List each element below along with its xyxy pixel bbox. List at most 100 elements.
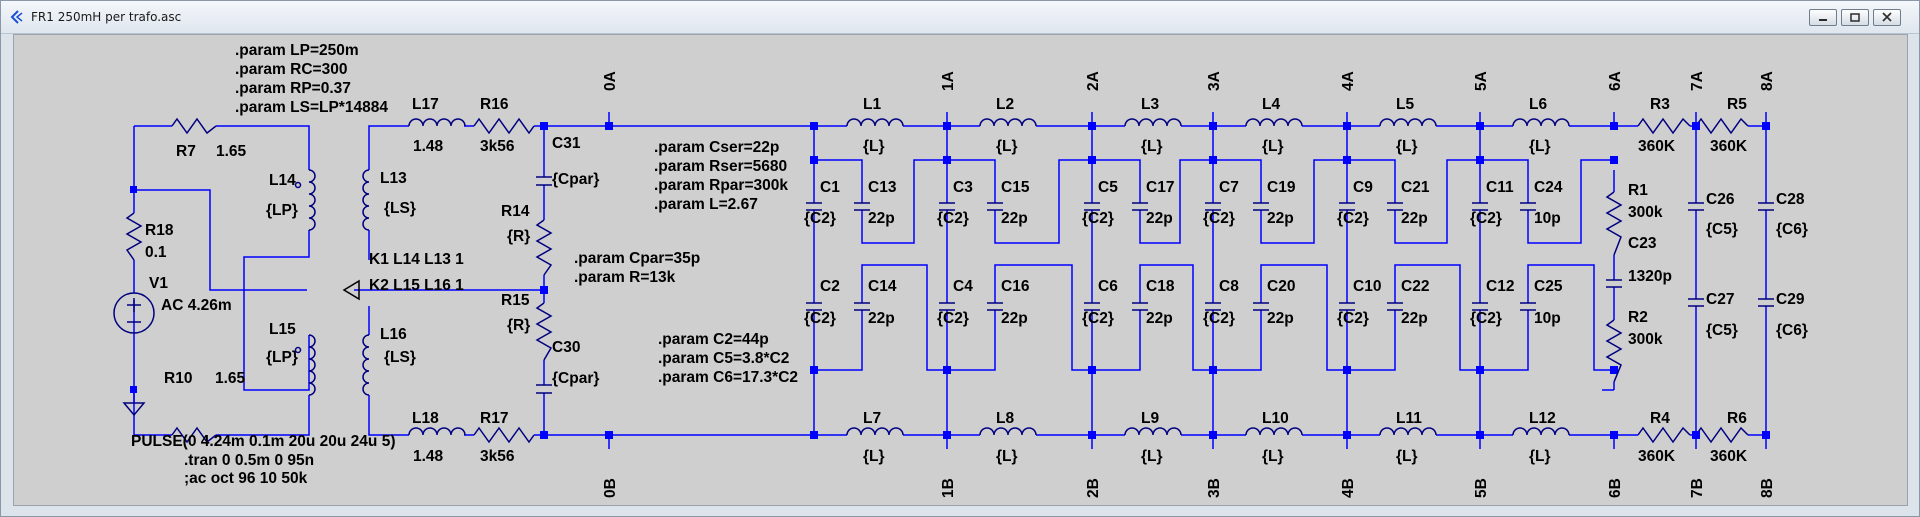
C13-value: 22p (868, 210, 895, 227)
L5-label: L5 (1396, 96, 1414, 113)
junction (1476, 156, 1484, 164)
R7-value: 1.65 (216, 143, 247, 160)
L13-symbol (362, 169, 370, 231)
L10-symbol (1245, 427, 1303, 436)
C30-value: {Cpar} (552, 370, 599, 387)
C13-symbol (854, 202, 870, 211)
junction (1343, 431, 1351, 439)
junction (943, 156, 951, 164)
junction (1209, 431, 1217, 439)
L15-label: L15 (269, 321, 296, 338)
R4-label: R4 (1650, 410, 1670, 427)
C14-value: 22p (868, 310, 895, 327)
L11-symbol (1379, 427, 1437, 436)
source-circuit (113, 117, 316, 444)
L8-label: L8 (996, 410, 1014, 427)
L2-symbol (979, 118, 1037, 127)
param-rc: .param RC=300 (235, 61, 347, 78)
L18-label: L18 (412, 410, 439, 427)
R10-label: R10 (164, 370, 192, 387)
C15-symbol (987, 202, 1003, 211)
L7-label: L7 (863, 410, 881, 427)
L8-value: {L} (996, 448, 1018, 465)
net-label-5B: 5B (1473, 478, 1490, 498)
window-title: FR1 250mH per trafo.asc (31, 10, 182, 24)
L9-value: {L} (1141, 448, 1163, 465)
param-lp: .param LP=250m (235, 42, 359, 59)
net-label-0A: 0A (602, 71, 619, 91)
junction (1610, 366, 1618, 374)
L17-symbol (408, 118, 466, 127)
R18-label: R18 (145, 222, 174, 239)
maximize-button[interactable] (1841, 9, 1869, 26)
L13-value: {LS} (384, 200, 416, 217)
C15-value: 22p (1001, 210, 1028, 227)
R15-value: {R} (507, 317, 530, 334)
param-c6: .param C6=17.3*C2 (658, 369, 798, 386)
junction (1088, 122, 1096, 130)
net-label-2A: 2A (1085, 71, 1102, 91)
C27-value: {C5} (1706, 322, 1738, 339)
C7-value: {C2} (1203, 210, 1235, 227)
R16-value: 3k56 (480, 138, 515, 155)
net-label-7B: 7B (1689, 478, 1706, 498)
junction (1476, 431, 1484, 439)
C24-label: C24 (1534, 179, 1563, 196)
R1-value: 300k (1628, 204, 1663, 221)
C2-label: C2 (820, 278, 840, 295)
C21-value: 22p (1401, 210, 1428, 227)
R2-symbol (1605, 319, 1623, 383)
C9-label: C9 (1353, 179, 1373, 196)
L16-label: L16 (380, 326, 407, 343)
C1-symbol (806, 202, 822, 211)
title-bar[interactable]: FR1 250mH per trafo.asc (1, 1, 1919, 34)
C10-value: {C2} (1337, 310, 1369, 327)
C12-value: {C2} (1470, 310, 1502, 327)
ltspice-app-icon (10, 10, 23, 24)
pulse-directive: PULSE(0 4.24m 0.1m 20u 20u 24u 5) (131, 433, 395, 450)
L11-value: {L} (1396, 448, 1418, 465)
R14-label: R14 (501, 203, 530, 220)
C17-symbol (1132, 202, 1148, 211)
junction (1209, 366, 1217, 374)
V1-label: V1 (149, 275, 168, 292)
C8-value: {C2} (1203, 310, 1235, 327)
L5-value: {L} (1396, 138, 1418, 155)
C4-label: C4 (953, 278, 973, 295)
net-label-8B: 8B (1759, 478, 1776, 498)
L13-label: L13 (380, 170, 407, 187)
junction (1088, 366, 1096, 374)
C17-value: 22p (1146, 210, 1173, 227)
C29-value: {C6} (1776, 322, 1808, 339)
L12-symbol (1512, 427, 1570, 436)
close-button[interactable] (1873, 9, 1901, 26)
junction (1343, 366, 1351, 374)
L2-label: L2 (996, 96, 1014, 113)
C21-label: C21 (1401, 179, 1430, 196)
L4-label: L4 (1262, 96, 1280, 113)
R1-label: R1 (1628, 182, 1648, 199)
L14-symbol (308, 169, 316, 231)
L11-label: L11 (1396, 410, 1422, 427)
junction (810, 431, 818, 439)
C12-label: C12 (1486, 278, 1514, 295)
C5-symbol (1084, 202, 1100, 211)
C23-label: C23 (1628, 235, 1657, 252)
L4-value: {L} (1262, 138, 1284, 155)
R16-label: R16 (480, 96, 509, 113)
C31-value: {Cpar} (552, 171, 599, 188)
minimize-button[interactable] (1809, 9, 1837, 26)
R7-label: R7 (176, 143, 196, 160)
C20-symbol (1253, 302, 1269, 311)
C27-label: C27 (1706, 291, 1734, 308)
net-label-1A: 1A (940, 71, 957, 91)
C9-value: {C2} (1337, 210, 1369, 227)
C6-label: C6 (1098, 278, 1118, 295)
C13-label: C13 (868, 179, 897, 196)
C16-value: 22p (1001, 310, 1028, 327)
C31-label: C31 (552, 135, 581, 152)
R10-value: 1.65 (215, 370, 246, 387)
